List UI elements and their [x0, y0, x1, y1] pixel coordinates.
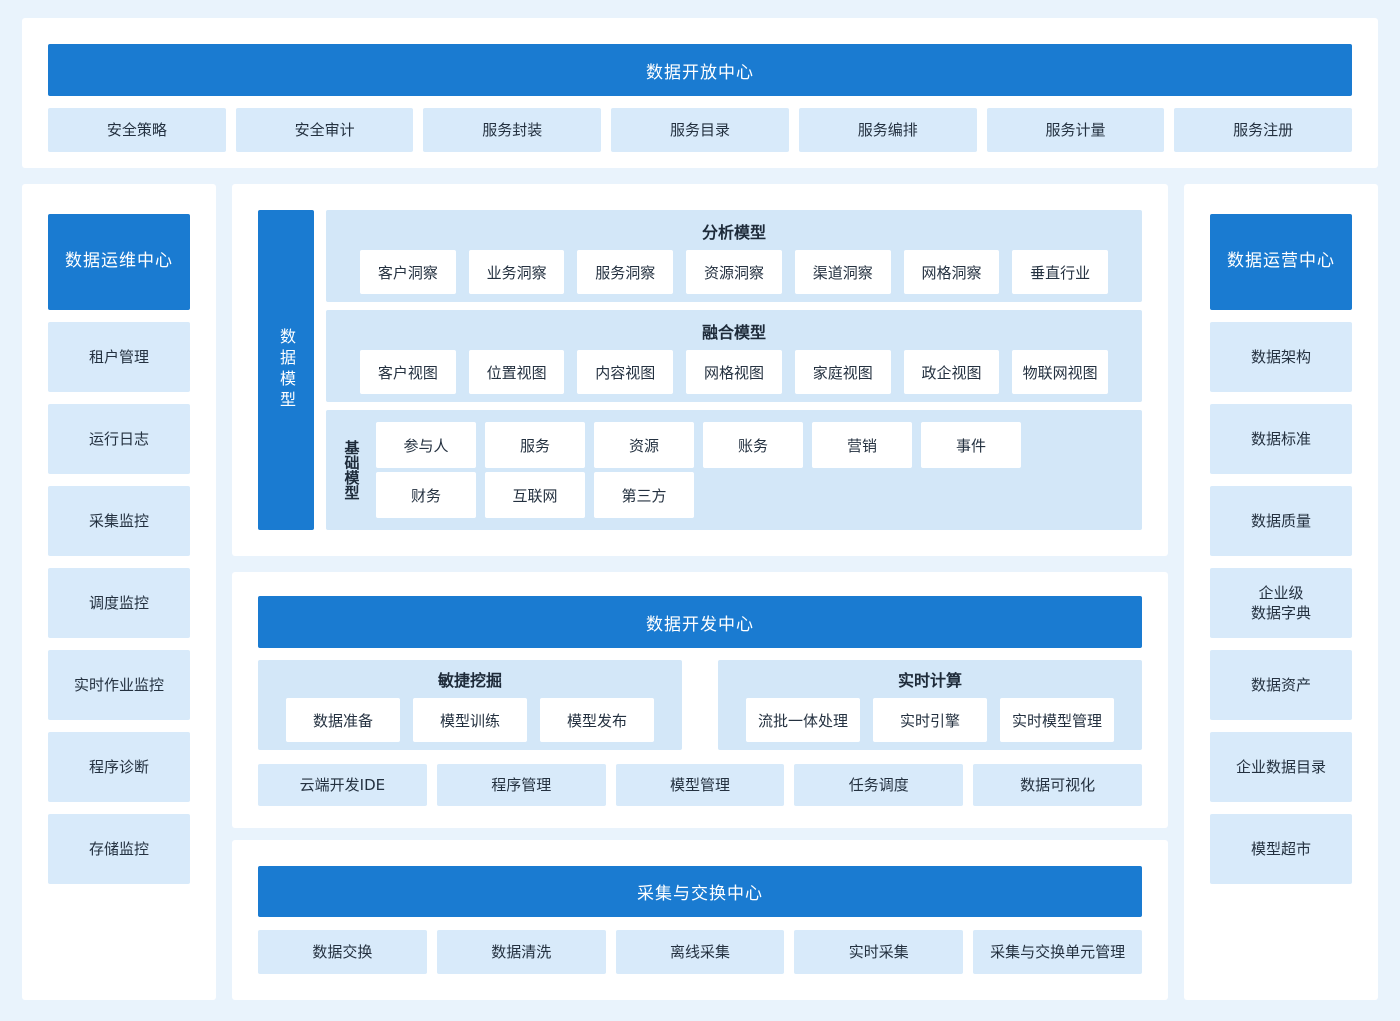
diagram-box-grid-view: 网格视图 — [686, 350, 782, 394]
diagram-box-resource-insight: 资源洞察 — [686, 250, 782, 294]
diagram-box-vertical-industry: 垂直行业 — [1012, 250, 1109, 294]
diagram-box-model-management: 模型管理 — [615, 764, 785, 806]
diagram-box-event: 事件 — [921, 422, 1021, 468]
diagram-box-cloud-ide: 云端开发IDE — [258, 764, 427, 806]
diagram-box-service-registration: 服务注册 — [1174, 108, 1353, 152]
fusion-model-items: 客户视图 位置视图 内容视图 网格视图 家庭视图 政企视图 物联网视图 — [360, 350, 1109, 394]
data-dev-center-panel: 数据开发中心 敏捷挖掘 数据准备 模型训练 模型发布 实时计算 流批一体处理 — [232, 572, 1168, 828]
diagram-box-marketing: 营销 — [812, 422, 912, 468]
diagram-box-run-logs: 运行日志 — [48, 404, 190, 474]
diagram-box-collection-monitoring: 采集监控 — [48, 486, 190, 556]
diagram-box-enterprise-data-dictionary: 企业级 数据字典 — [1210, 568, 1352, 638]
diagram-box-stream-batch-processing: 流批一体处理 — [746, 698, 860, 742]
dev-center-tools: 云端开发IDE 程序管理 模型管理 任务调度 数据可视化 — [258, 764, 1142, 806]
agile-mining-items: 数据准备 模型训练 模型发布 — [286, 698, 654, 742]
diagram-box-service-encapsulation: 服务封装 — [423, 108, 602, 152]
data-ops-maintenance-panel: 数据运维中心 租户管理 运行日志 采集监控 调度监控 实时作业监控 程序诊断 存… — [22, 184, 216, 1000]
base-model-group: 基础模型 参与人 服务 资源 账务 营销 事件 财务 — [326, 410, 1142, 530]
fusion-model-group: 融合模型 客户视图 位置视图 内容视图 网格视图 家庭视图 政企视图 物联网视图 — [326, 310, 1142, 402]
diagram-box-service: 服务 — [485, 422, 585, 468]
diagram-box-customer-view: 客户视图 — [360, 350, 456, 394]
diagram-box-task-scheduling: 任务调度 — [794, 764, 964, 806]
data-open-center-panel: 数据开放中心 安全策略 安全审计 服务封装 服务目录 服务编排 服务计量 服务注… — [22, 18, 1378, 168]
diagram-box-tenant-management: 租户管理 — [48, 322, 190, 392]
data-ops-maintenance-header: 数据运维中心 — [48, 214, 190, 310]
dev-center-groups: 敏捷挖掘 数据准备 模型训练 模型发布 实时计算 流批一体处理 实时引擎 实时模… — [258, 660, 1142, 750]
diagram-box-internet: 互联网 — [485, 472, 585, 518]
collection-exchange-items: 数据交换 数据清洗 离线采集 实时采集 采集与交换单元管理 — [258, 930, 1142, 974]
diagram-box-model-training: 模型训练 — [413, 698, 527, 742]
diagram-box-service-metering: 服务计量 — [986, 108, 1165, 152]
analysis-model-group: 分析模型 客户洞察 业务洞察 服务洞察 资源洞察 渠道洞察 网格洞察 垂直行业 — [326, 210, 1142, 302]
diagram-box-enterprise-data-catalog: 企业数据目录 — [1210, 732, 1352, 802]
diagram-box-data-standards: 数据标准 — [1210, 404, 1352, 474]
data-open-center-items: 安全策略 安全审计 服务封装 服务目录 服务编排 服务计量 服务注册 — [48, 108, 1353, 152]
diagram-box-security-audit: 安全审计 — [235, 108, 414, 152]
data-model-side-label: 数据模型 — [258, 210, 314, 530]
collection-exchange-center-panel: 采集与交换中心 数据交换 数据清洗 离线采集 实时采集 采集与交换单元管理 — [232, 840, 1168, 1000]
diagram-box-data-exchange: 数据交换 — [258, 930, 427, 974]
collection-exchange-center-header: 采集与交换中心 — [258, 866, 1142, 917]
diagram-box-model-publishing: 模型发布 — [540, 698, 654, 742]
base-model-row-1: 参与人 服务 资源 账务 营销 事件 — [376, 422, 1021, 468]
middle-zone: 数据运维中心 租户管理 运行日志 采集监控 调度监控 实时作业监控 程序诊断 存… — [22, 184, 1378, 1000]
diagram-box-realtime-job-monitoring: 实时作业监控 — [48, 650, 190, 720]
diagram-box-customer-insight: 客户洞察 — [360, 250, 456, 294]
data-model-panel: 数据模型 分析模型 客户洞察 业务洞察 服务洞察 资源洞察 渠道洞察 网格洞察 … — [232, 184, 1168, 556]
diagram-box-data-architecture: 数据架构 — [1210, 322, 1352, 392]
diagram-box-data-visualization: 数据可视化 — [973, 764, 1142, 806]
diagram-box-iot-view: 物联网视图 — [1012, 350, 1109, 394]
diagram-box-program-diagnosis: 程序诊断 — [48, 732, 190, 802]
diagram-box-realtime-engine: 实时引擎 — [873, 698, 987, 742]
diagram-box-data-cleansing: 数据清洗 — [436, 930, 606, 974]
diagram-box-offline-collection: 离线采集 — [615, 930, 785, 974]
diagram-box-model-supermarket: 模型超市 — [1210, 814, 1352, 884]
diagram-box-content-view: 内容视图 — [577, 350, 674, 394]
data-dev-center-header: 数据开发中心 — [258, 596, 1142, 648]
agile-mining-title: 敏捷挖掘 — [437, 671, 502, 690]
diagram-box-realtime-collection: 实时采集 — [794, 930, 964, 974]
diagram-box-security-policy: 安全策略 — [48, 108, 226, 152]
diagram-box-data-preparation: 数据准备 — [286, 698, 400, 742]
agile-mining-group: 敏捷挖掘 数据准备 模型训练 模型发布 — [258, 660, 682, 750]
diagram-box-channel-insight: 渠道洞察 — [794, 250, 891, 294]
diagram-box-finance: 财务 — [376, 472, 476, 518]
realtime-computing-group: 实时计算 流批一体处理 实时引擎 实时模型管理 — [718, 660, 1142, 750]
diagram-box-resource: 资源 — [594, 422, 694, 468]
diagram-box-location-view: 位置视图 — [468, 350, 565, 394]
diagram-box-gov-enterprise-view: 政企视图 — [903, 350, 1000, 394]
diagram-box-program-management: 程序管理 — [436, 764, 606, 806]
realtime-computing-items: 流批一体处理 实时引擎 实时模型管理 — [746, 698, 1114, 742]
diagram-box-participant: 参与人 — [376, 422, 476, 468]
diagram-box-service-orchestration: 服务编排 — [798, 108, 977, 152]
analysis-model-items: 客户洞察 业务洞察 服务洞察 资源洞察 渠道洞察 网格洞察 垂直行业 — [360, 250, 1109, 294]
diagram-box-collection-exchange-unit-management: 采集与交换单元管理 — [973, 930, 1142, 974]
diagram-box-storage-monitoring: 存储监控 — [48, 814, 190, 884]
diagram-box-scheduling-monitoring: 调度监控 — [48, 568, 190, 638]
center-column: 数据模型 分析模型 客户洞察 业务洞察 服务洞察 资源洞察 渠道洞察 网格洞察 … — [232, 184, 1168, 1000]
diagram-box-billing: 账务 — [703, 422, 803, 468]
realtime-computing-title: 实时计算 — [897, 671, 962, 690]
diagram-box-business-insight: 业务洞察 — [468, 250, 565, 294]
fusion-model-title: 融合模型 — [701, 323, 766, 342]
diagram-box-grid-insight: 网格洞察 — [903, 250, 1000, 294]
analysis-model-title: 分析模型 — [701, 223, 766, 242]
diagram-box-realtime-model-management: 实时模型管理 — [1000, 698, 1114, 742]
data-open-center-header: 数据开放中心 — [48, 44, 1352, 96]
model-groups: 分析模型 客户洞察 业务洞察 服务洞察 资源洞察 渠道洞察 网格洞察 垂直行业 … — [326, 210, 1142, 530]
base-model-items: 参与人 服务 资源 账务 营销 事件 财务 互联网 第三方 — [376, 422, 1021, 518]
diagram-box-data-quality: 数据质量 — [1210, 486, 1352, 556]
data-operations-header: 数据运营中心 — [1210, 214, 1352, 310]
diagram-box-service-insight: 服务洞察 — [577, 250, 674, 294]
data-operations-panel: 数据运营中心 数据架构 数据标准 数据质量 企业级 数据字典 数据资产 企业数据… — [1184, 184, 1378, 1000]
diagram-box-home-view: 家庭视图 — [794, 350, 891, 394]
diagram-box-service-catalog: 服务目录 — [611, 108, 789, 152]
base-model-title: 基础模型 — [342, 440, 361, 500]
diagram-box-data-assets: 数据资产 — [1210, 650, 1352, 720]
base-model-row-2: 财务 互联网 第三方 — [376, 472, 1021, 518]
diagram-box-third-party: 第三方 — [594, 472, 694, 518]
